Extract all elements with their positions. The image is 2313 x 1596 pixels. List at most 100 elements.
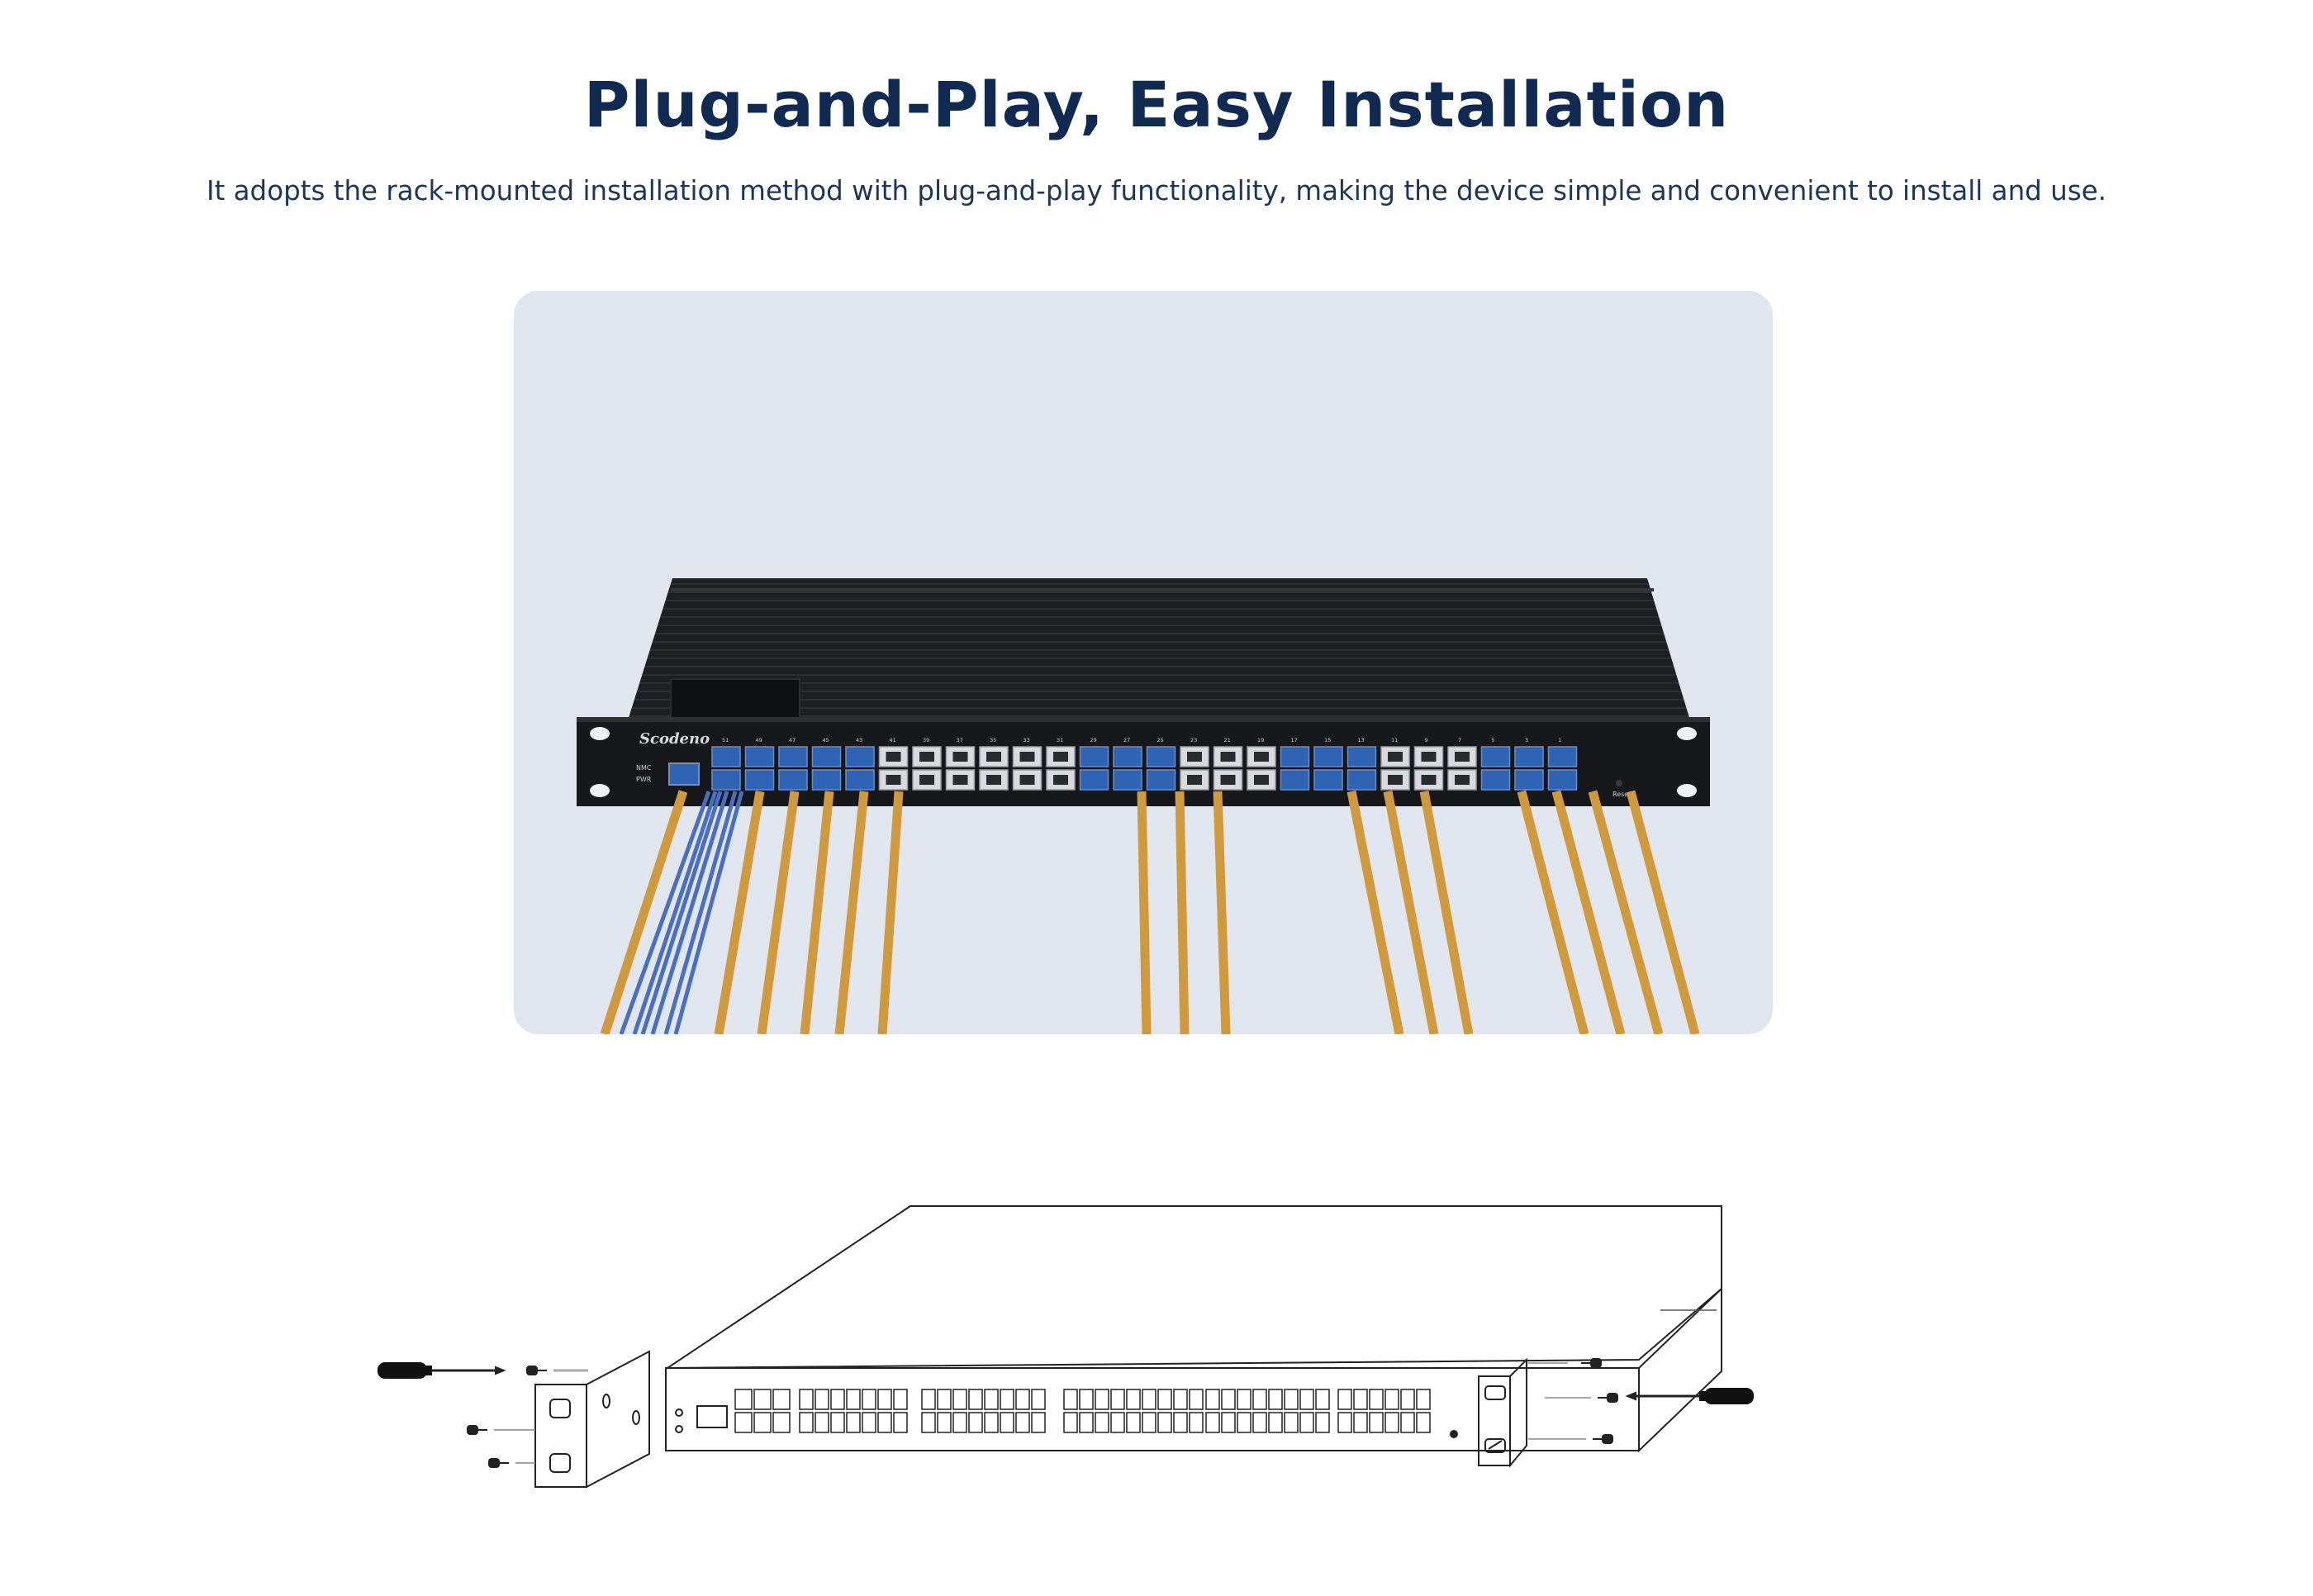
screw-icon: [526, 1366, 547, 1375]
port-outline: [877, 1412, 892, 1433]
port-outline: [1384, 1412, 1399, 1433]
switch-top-outline: [664, 1205, 1722, 1370]
console-port: [668, 762, 700, 786]
port-outline: [1031, 1389, 1046, 1410]
port-outline: [1015, 1389, 1030, 1410]
port-outline: [1063, 1412, 1078, 1433]
ethernet-port: [778, 746, 808, 767]
port-number-label: 23: [1190, 737, 1197, 743]
ethernet-port: [811, 746, 842, 767]
port-number-label: 41: [890, 737, 896, 743]
ethernet-cable: [1175, 791, 1190, 1034]
port-outline: [1221, 1412, 1236, 1433]
port-jack: [1019, 752, 1035, 762]
port-jack: [1220, 775, 1236, 785]
ethernet-port: [1079, 746, 1109, 767]
console-port-outline: [696, 1405, 728, 1428]
port-jack: [1019, 775, 1035, 785]
port-outline: [968, 1389, 983, 1410]
port-outline: [1000, 1412, 1014, 1433]
ethernet-cable: [800, 791, 834, 1034]
led-label-nmc: NMC: [636, 764, 652, 772]
ethernet-port: [1447, 746, 1477, 767]
port-outline: [1205, 1389, 1220, 1410]
screw-icon: [488, 1458, 509, 1468]
port-outline: [1126, 1389, 1141, 1410]
port-outline: [1252, 1389, 1267, 1410]
ethernet-port: [778, 769, 808, 791]
ethernet-port: [1313, 746, 1343, 767]
port-number-label: 5: [1492, 737, 1495, 743]
port-number-label: 15: [1324, 737, 1331, 743]
port-outline: [862, 1389, 876, 1410]
port-outline: [1299, 1389, 1314, 1410]
ethernet-port: [1146, 769, 1176, 791]
port-outline: [799, 1412, 814, 1433]
ethernet-port: [878, 746, 909, 767]
bracket-slot: [549, 1453, 571, 1473]
port-jack: [1254, 775, 1269, 785]
port-outline: [1189, 1389, 1204, 1410]
port-outline: [921, 1389, 936, 1410]
ethernet-cable: [1137, 791, 1152, 1034]
port-number-label: 13: [1358, 737, 1365, 743]
port-jack: [986, 775, 1001, 785]
ethernet-port: [1113, 769, 1142, 791]
port-outline: [1337, 1389, 1352, 1410]
port-outline: [937, 1389, 952, 1410]
port-outline: [1284, 1412, 1299, 1433]
port-number-label: 25: [1157, 737, 1164, 743]
screw-icon: [1593, 1434, 1613, 1444]
ethernet-port: [711, 746, 741, 767]
ethernet-cable: [877, 791, 904, 1034]
port-outline: [862, 1412, 876, 1433]
port-outline: [1110, 1412, 1125, 1433]
port-outline: [1416, 1389, 1431, 1410]
port-jack: [1421, 775, 1437, 785]
port-outline: [1079, 1412, 1094, 1433]
page-subtitle: It adopts the rack-mounted installation …: [206, 175, 2106, 207]
fiber-cable: [640, 791, 723, 1034]
fiber-cable: [619, 791, 711, 1034]
led-outline: [675, 1408, 683, 1417]
port-outline: [1000, 1389, 1014, 1410]
port-number-label: 33: [1024, 737, 1030, 743]
port-outline: [1173, 1412, 1188, 1433]
ethernet-port: [744, 746, 775, 767]
ethernet-port: [1514, 746, 1544, 767]
port-outline: [1353, 1412, 1368, 1433]
port-outline: [1315, 1412, 1330, 1433]
ethernet-port: [1346, 746, 1377, 767]
cable-bundle: [600, 790, 1700, 1034]
port-outline: [893, 1412, 908, 1433]
port-number-label: 9: [1425, 737, 1428, 743]
port-outline: [1079, 1389, 1094, 1410]
port-jack: [1388, 775, 1403, 785]
bracket-slot: [1484, 1385, 1506, 1400]
port-outline: [952, 1412, 967, 1433]
rack-bracket-icon: [1509, 1357, 1527, 1468]
port-number-label: 29: [1090, 737, 1097, 743]
port-outline: [1268, 1389, 1283, 1410]
switch-side-outline: [1638, 1286, 1722, 1453]
port-outline: [753, 1389, 772, 1410]
port-outline: [1369, 1389, 1384, 1410]
port-outline: [952, 1389, 967, 1410]
port-outline: [1157, 1412, 1172, 1433]
port-jack: [1187, 752, 1202, 762]
port-number-label: 7: [1458, 737, 1461, 743]
ethernet-port: [711, 769, 741, 791]
screwdriver-icon: [1625, 1388, 1754, 1404]
port-outline: [968, 1412, 983, 1433]
ethernet-cable: [1588, 790, 1664, 1034]
ethernet-port: [1012, 769, 1043, 791]
port-number-label: 39: [923, 737, 929, 743]
port-number-label: 11: [1391, 737, 1398, 743]
port-outline: [1015, 1412, 1030, 1433]
port-outline: [1095, 1412, 1109, 1433]
port-outline: [1157, 1389, 1172, 1410]
fiber-cable: [673, 791, 744, 1034]
port-outline: [753, 1412, 772, 1433]
port-jack: [1053, 752, 1068, 762]
